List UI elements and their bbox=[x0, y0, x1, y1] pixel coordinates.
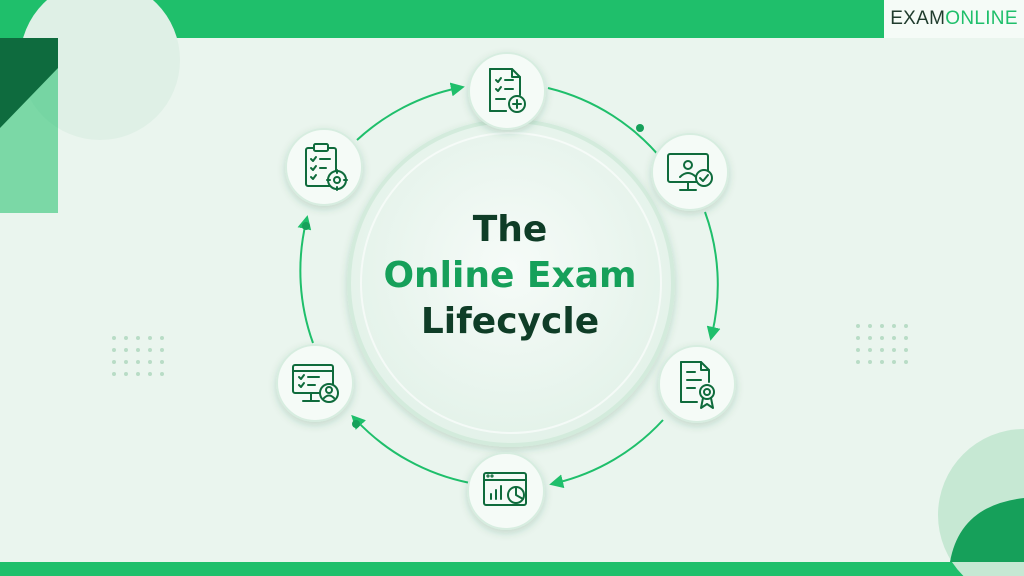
arrow-6-1 bbox=[356, 82, 465, 141]
arrow-4-5 bbox=[351, 414, 471, 484]
step-node-6[interactable] bbox=[285, 128, 363, 206]
step-node-2[interactable] bbox=[651, 133, 729, 211]
monitor-checklist-user-icon bbox=[292, 364, 339, 403]
arrow-2-3 bbox=[704, 211, 721, 341]
title-line-1: The bbox=[472, 209, 548, 250]
monitor-user-check-icon bbox=[667, 153, 713, 191]
decor-left bbox=[0, 0, 180, 213]
document-add-icon bbox=[489, 68, 526, 113]
brand-logo-part1: EXAM bbox=[890, 8, 946, 29]
step-node-4[interactable] bbox=[467, 452, 545, 530]
cycle-arrows bbox=[297, 82, 721, 489]
diagram-title: The Online Exam Lifecycle bbox=[360, 207, 660, 345]
bottom-banner bbox=[0, 562, 1024, 576]
certificate-document-icon bbox=[680, 361, 715, 409]
arrow-dots bbox=[302, 124, 644, 428]
dot-grid-right bbox=[856, 324, 908, 364]
title-line-2: Online Exam bbox=[383, 255, 637, 296]
arrow-3-4 bbox=[549, 419, 664, 489]
title-line-3: Lifecycle bbox=[420, 301, 600, 342]
step-node-1[interactable] bbox=[468, 52, 546, 130]
analytics-report-icon bbox=[483, 472, 527, 506]
clipboard-settings-icon bbox=[305, 143, 348, 191]
brand-logo-part2: ONLINE bbox=[945, 8, 1018, 29]
arrow-5-6 bbox=[297, 215, 314, 344]
decor-right bbox=[938, 429, 1024, 576]
step-node-3[interactable] bbox=[658, 345, 736, 423]
arrow-1-2 bbox=[547, 87, 670, 169]
dot-grid-left bbox=[112, 336, 164, 376]
step-node-5[interactable] bbox=[276, 344, 354, 422]
